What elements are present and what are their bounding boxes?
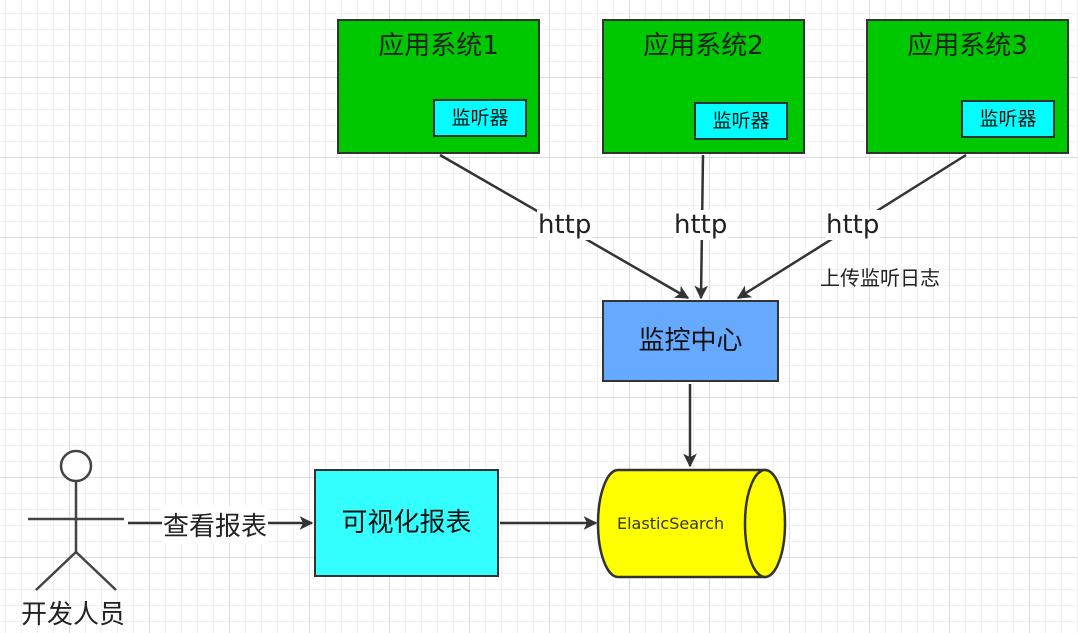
actor-left-leg <box>35 551 77 591</box>
app-system-3: 应用系统3 监听器 <box>866 19 1069 154</box>
edge-label-http-1: http <box>537 210 593 240</box>
actor-figure <box>28 449 124 591</box>
visual-report: 可视化报表 <box>314 469 499 577</box>
actor-label: 开发人员 <box>21 600 126 630</box>
app-system-3-title: 应用系统3 <box>907 31 1028 61</box>
app-system-1-title: 应用系统1 <box>378 31 499 61</box>
database-body <box>596 468 767 579</box>
app-system-2: 应用系统2 监听器 <box>602 19 805 154</box>
database-label: ElasticSearch <box>617 514 725 533</box>
actor-right-leg <box>75 551 117 591</box>
edge-label-http-3: http <box>825 210 881 240</box>
edge-label-view-report: 查看报表 <box>162 506 269 543</box>
edge-label-http-2: http <box>673 210 729 240</box>
app-system-1-listener: 监听器 <box>433 99 527 137</box>
actor-head <box>59 449 93 483</box>
monitor-center: 监控中心 <box>602 300 779 382</box>
database-cap <box>743 468 787 579</box>
app-system-2-title: 应用系统2 <box>643 31 764 61</box>
app-system-1: 应用系统1 监听器 <box>337 19 540 154</box>
app-system-2-listener: 监听器 <box>694 102 788 140</box>
database-cylinder <box>596 468 787 579</box>
edge-label-upload-note: 上传监听日志 <box>820 266 940 290</box>
app-system-3-listener: 监听器 <box>961 100 1055 138</box>
